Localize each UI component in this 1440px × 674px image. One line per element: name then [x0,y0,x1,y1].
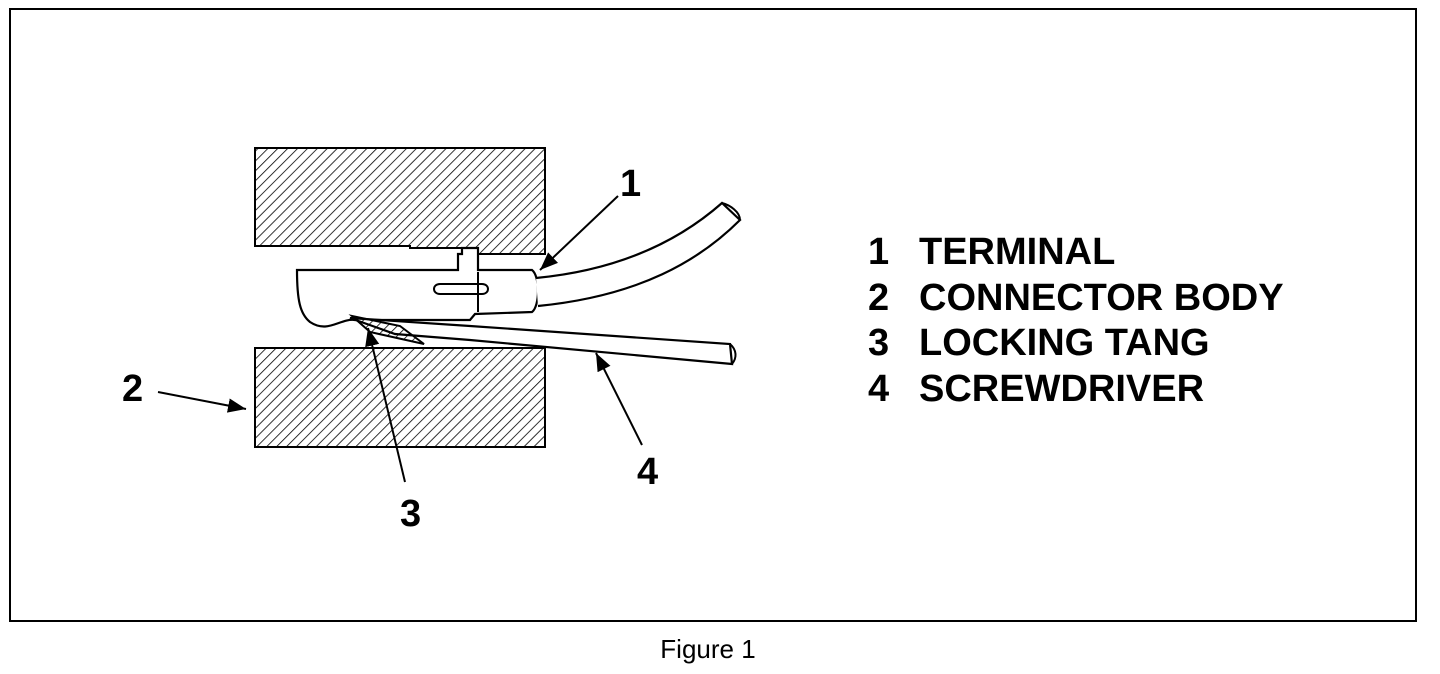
connector-body-upper [254,147,546,255]
legend-number: 3 [868,322,890,364]
callout-3: 3 [400,493,421,535]
callout-4: 4 [637,451,658,493]
callout-1: 1 [620,163,641,205]
leader-arrow-3 [365,327,406,483]
legend-item: 2 CONNECTOR BODY [868,276,1284,322]
leader-arrow-1 [539,195,619,271]
legend-label: TERMINAL [919,231,1116,273]
legend-item: 4 SCREWDRIVER [868,367,1284,413]
wire [535,201,742,308]
callout-2: 2 [122,368,143,410]
legend-item: 3 LOCKING TANG [868,321,1284,367]
legend-label: CONNECTOR BODY [919,276,1284,319]
legend-label: LOCKING TANG [919,322,1210,364]
leader-arrow-2 [157,391,247,413]
locking-tang [348,314,425,345]
legend-item: 1 TERMINAL [868,230,1284,276]
terminal-crimp-slot [433,283,489,295]
leader-arrow-4 [595,352,643,446]
figure-caption: Figure 1 [660,634,756,664]
figure-frame [9,8,1417,622]
legend-label: SCREWDRIVER [919,367,1205,410]
legend-number: 2 [868,276,890,319]
legend-number: 4 [868,367,890,410]
terminal [295,246,540,328]
legend-number: 1 [868,231,890,273]
connector-body-lower [254,347,546,448]
